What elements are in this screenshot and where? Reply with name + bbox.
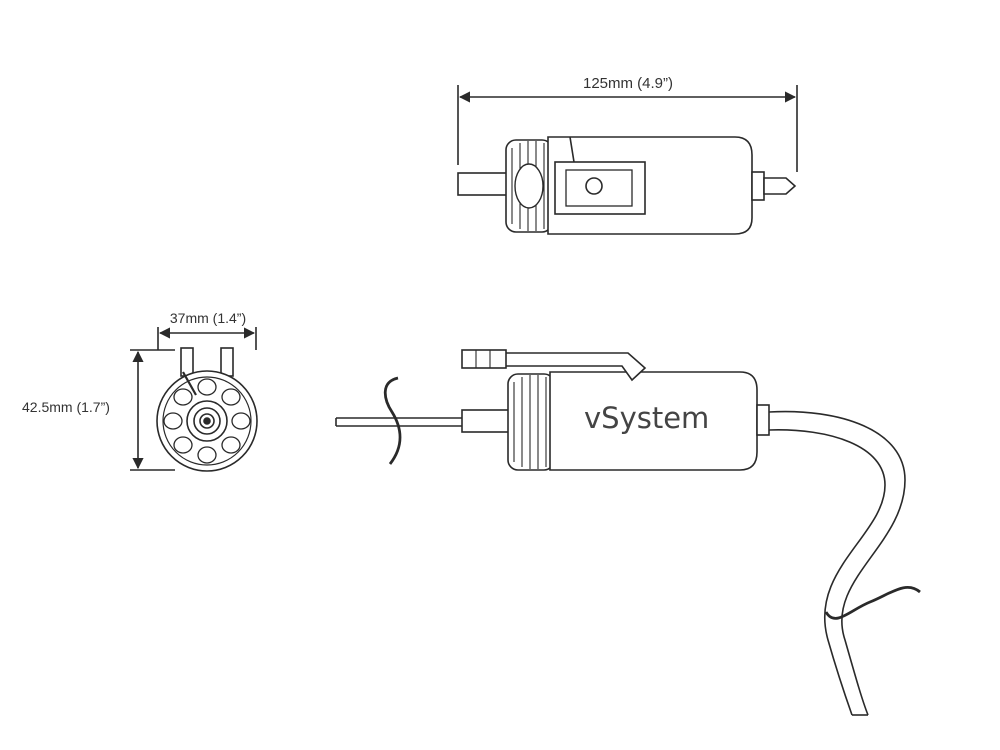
end-view: [130, 327, 258, 472]
side-nose-collar: [756, 404, 770, 436]
cable-top-edge: [768, 410, 906, 716]
height-label: 42.5mm (1.7”): [22, 399, 110, 415]
side-view: [335, 349, 921, 716]
brand-logo-text: vSystem: [584, 401, 709, 435]
break-mark-icon: [383, 376, 402, 465]
side-body: [549, 371, 758, 471]
top-cord-stub: [457, 172, 509, 196]
width-label: 37mm (1.4”): [170, 310, 246, 326]
top-view: [457, 85, 798, 235]
top-nose-collar: [751, 171, 765, 201]
side-clip-plug: [461, 349, 507, 369]
side-knurled-ring: [507, 373, 555, 471]
probe-collar: [461, 409, 511, 433]
top-tip: [763, 177, 797, 195]
cable-bottom-edge: [768, 429, 886, 716]
top-clip-hole: [585, 177, 603, 195]
length-label: 125mm (4.9”): [583, 75, 673, 92]
cable-break-mark-icon: [824, 585, 921, 620]
